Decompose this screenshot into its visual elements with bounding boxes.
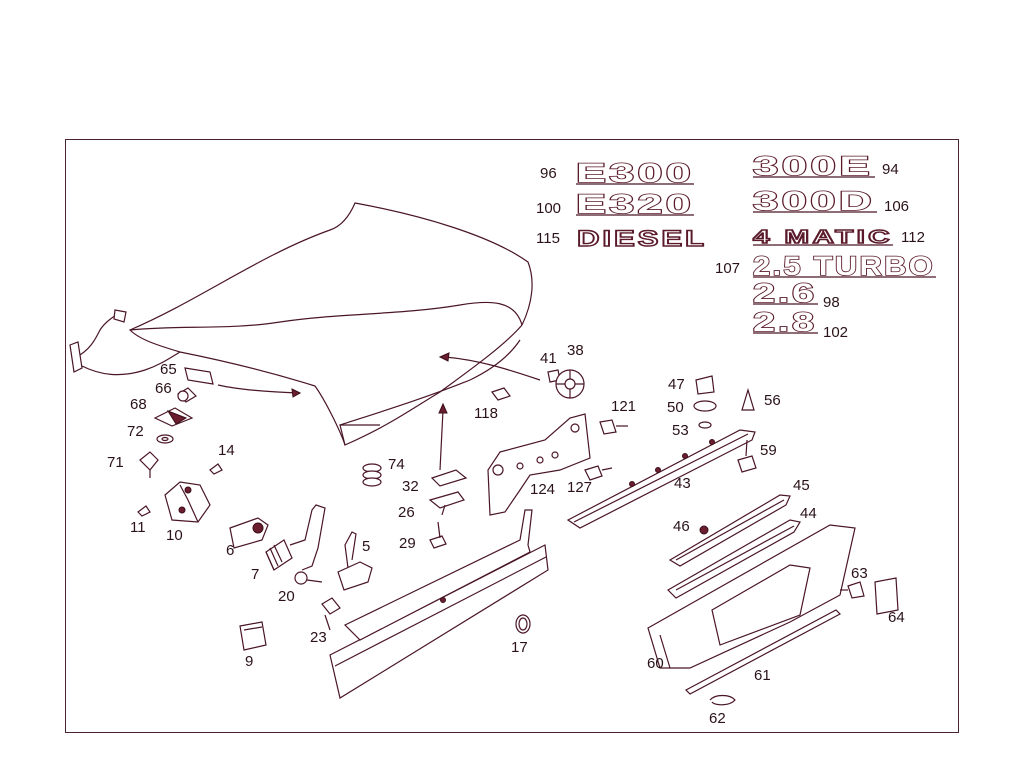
callout-50: 50 xyxy=(667,399,684,416)
badge-4matic: 4 MATIC xyxy=(753,227,893,247)
callout-45: 45 xyxy=(793,477,810,494)
callout-41: 41 xyxy=(540,350,557,367)
callout-107: 107 xyxy=(715,260,740,277)
callout-7: 7 xyxy=(251,566,259,583)
callout-112: 112 xyxy=(901,229,925,246)
callout-17: 17 xyxy=(511,639,528,656)
callout-38: 38 xyxy=(567,342,584,359)
callout-121: 121 xyxy=(611,398,636,415)
callout-63: 63 xyxy=(851,565,868,582)
lower-trim xyxy=(329,509,549,699)
callout-66: 66 xyxy=(155,380,172,397)
badge-25turbo: 2.5 TURBO xyxy=(753,251,935,281)
callout-26: 26 xyxy=(398,504,415,521)
right-hardware xyxy=(487,369,899,706)
callout-11: 11 xyxy=(130,519,146,536)
callout-23: 23 xyxy=(310,629,327,646)
callout-20: 20 xyxy=(278,588,295,605)
callout-96: 96 xyxy=(540,165,557,182)
callout-10: 10 xyxy=(166,527,183,544)
callout-61: 61 xyxy=(754,667,771,684)
callout-53: 53 xyxy=(672,422,689,439)
callout-115: 115 xyxy=(536,230,560,247)
callout-59: 59 xyxy=(760,442,777,459)
callout-60: 60 xyxy=(647,655,664,672)
callout-32: 32 xyxy=(402,478,419,495)
callout-98: 98 xyxy=(823,294,840,311)
callout-numbers: 96 100 115 94 106 112 107 98 102 65 66 6… xyxy=(107,161,925,727)
callout-56: 56 xyxy=(764,392,781,409)
callout-72: 72 xyxy=(127,423,144,440)
callout-68: 68 xyxy=(130,396,147,413)
callout-65: 65 xyxy=(160,361,177,378)
callout-118: 118 xyxy=(474,405,498,422)
callout-127: 127 xyxy=(567,479,592,496)
callout-46: 46 xyxy=(673,518,690,535)
badge-28: 2.8 xyxy=(753,307,817,337)
callout-44: 44 xyxy=(800,505,817,522)
left-hardware xyxy=(137,367,223,523)
callout-9: 9 xyxy=(245,653,253,670)
callout-14: 14 xyxy=(218,442,235,459)
callout-100: 100 xyxy=(536,200,561,217)
callout-29: 29 xyxy=(399,535,416,552)
callout-124: 124 xyxy=(530,481,555,498)
callout-6: 6 xyxy=(226,542,234,559)
callout-106: 106 xyxy=(884,198,909,215)
trunk-lid xyxy=(69,202,541,471)
callout-94: 94 xyxy=(882,161,899,178)
diagram-frame xyxy=(65,139,959,733)
callout-47: 47 xyxy=(668,376,685,393)
callout-43: 43 xyxy=(674,475,691,492)
callout-102: 102 xyxy=(823,324,848,341)
lock-mechanism xyxy=(229,463,531,651)
callout-64: 64 xyxy=(888,609,905,626)
callout-62: 62 xyxy=(709,710,726,727)
callout-71: 71 xyxy=(107,454,124,471)
callout-5: 5 xyxy=(362,538,370,555)
badge-diesel: DIESEL xyxy=(577,226,707,251)
badge-group: E300 E320 DIESEL 300E 300D 4 MATIC 2.5 T… xyxy=(575,150,936,338)
callout-74: 74 xyxy=(388,456,405,473)
